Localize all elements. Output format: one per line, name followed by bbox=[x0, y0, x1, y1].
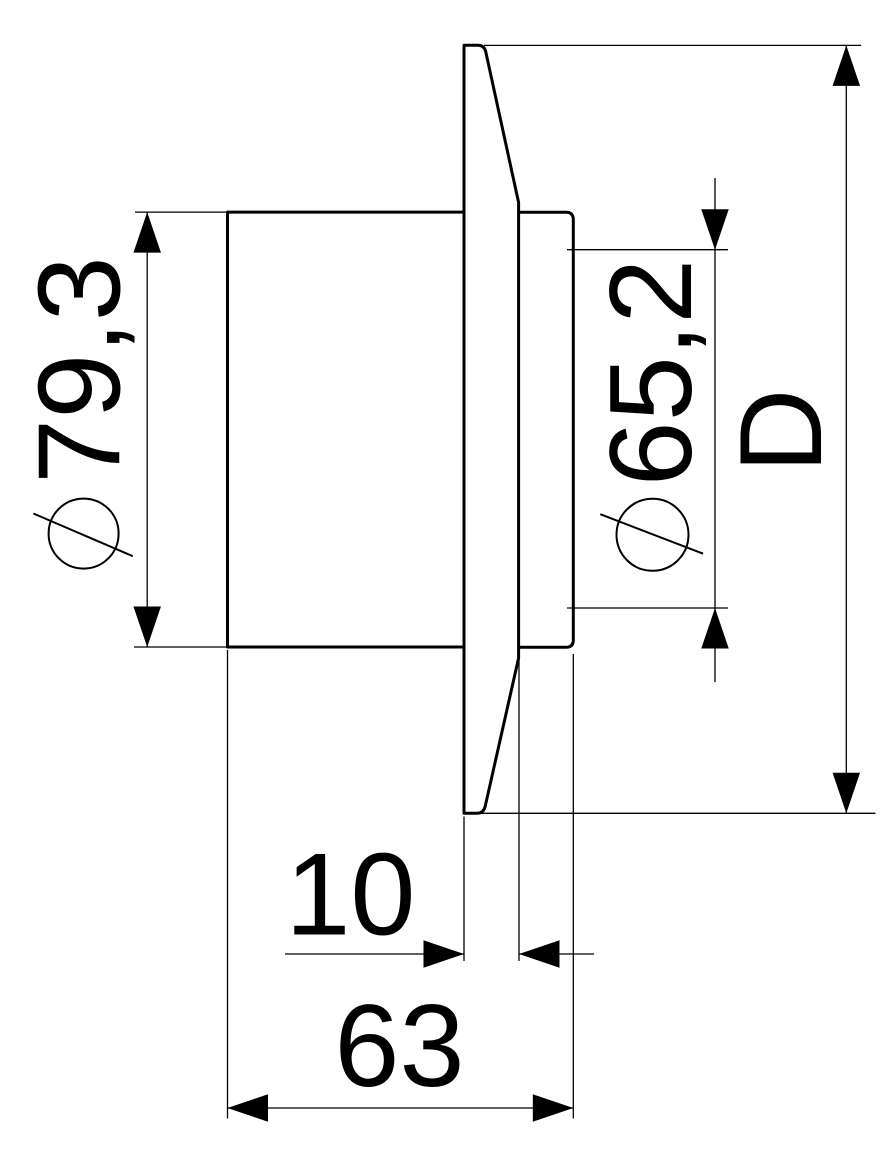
svg-text:65,2: 65,2 bbox=[585, 259, 716, 487]
svg-text:D: D bbox=[715, 388, 846, 473]
svg-text:79,3: 79,3 bbox=[14, 256, 145, 484]
svg-text:63: 63 bbox=[334, 980, 464, 1111]
svg-text:10: 10 bbox=[285, 829, 415, 960]
